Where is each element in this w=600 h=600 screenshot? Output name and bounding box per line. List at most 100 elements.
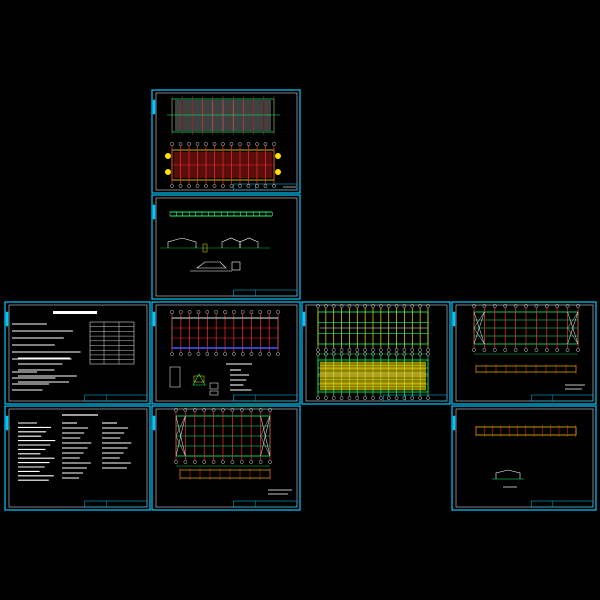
sheet-inner-border bbox=[455, 304, 594, 402]
grid-bubble bbox=[240, 352, 245, 356]
grid-bubble bbox=[371, 396, 375, 400]
grid-bubble bbox=[402, 304, 407, 308]
grid-bubble bbox=[524, 304, 528, 308]
grid-bubble bbox=[214, 352, 218, 356]
grid-bubble bbox=[371, 352, 375, 356]
grid-bubble bbox=[214, 310, 218, 314]
grid-bubble bbox=[386, 348, 391, 352]
grid-bubble bbox=[187, 310, 192, 314]
grid-bubble bbox=[272, 142, 276, 146]
grid-bubble bbox=[565, 304, 570, 308]
grid-bubble bbox=[426, 396, 430, 400]
grid-bubble bbox=[347, 304, 352, 308]
grid-bubble bbox=[534, 348, 539, 352]
grid-bubble bbox=[192, 460, 197, 464]
grid-bubble bbox=[221, 184, 225, 188]
grid-bubble bbox=[513, 304, 518, 308]
grid-bubble bbox=[179, 310, 183, 314]
grid-bubble bbox=[249, 310, 254, 314]
grid-bubble bbox=[174, 408, 178, 412]
grid-bubble bbox=[426, 304, 430, 308]
grid-bubble bbox=[187, 184, 191, 188]
grid-bubble bbox=[183, 408, 188, 412]
grid-bubble bbox=[249, 352, 254, 356]
grid-bubble bbox=[503, 304, 508, 308]
plate-detail bbox=[231, 261, 241, 271]
grid-bubble bbox=[246, 142, 251, 146]
grid-bubble bbox=[379, 304, 383, 308]
x-brace bbox=[175, 415, 186, 437]
grid-bubble bbox=[410, 304, 415, 308]
binding-mark bbox=[152, 311, 156, 327]
grid-bubble bbox=[267, 352, 271, 356]
grid-bubble bbox=[212, 142, 217, 146]
x-brace bbox=[260, 415, 271, 457]
drawing-sheet-s7 bbox=[4, 405, 151, 511]
grid-bubble bbox=[386, 396, 391, 400]
x-brace bbox=[175, 435, 186, 457]
grid-bubble bbox=[379, 348, 383, 352]
drawing-sheet-s2 bbox=[151, 194, 301, 300]
x-brace bbox=[175, 415, 186, 457]
grid-bubble bbox=[394, 348, 399, 352]
footing-section bbox=[192, 373, 206, 386]
grid-bubble bbox=[202, 460, 206, 464]
grid-bubble bbox=[418, 348, 422, 352]
binding-mark bbox=[452, 311, 456, 327]
sheet-outer-border bbox=[151, 194, 301, 300]
grid-bubble bbox=[221, 460, 225, 464]
grid-bubble bbox=[211, 408, 216, 412]
title-block bbox=[84, 394, 148, 402]
portal-frame-section bbox=[495, 469, 521, 479]
grid-bubble bbox=[402, 352, 407, 356]
grid-bubble bbox=[230, 460, 235, 464]
grid-bubble bbox=[316, 348, 320, 352]
grid-bubble bbox=[394, 396, 399, 400]
grid-bubble bbox=[204, 142, 208, 146]
sheet-inner-border bbox=[8, 408, 148, 508]
grid-bubble bbox=[239, 408, 244, 412]
grid-bubble bbox=[272, 184, 276, 188]
grid-bubble bbox=[339, 396, 344, 400]
sheet-inner-border bbox=[155, 197, 298, 297]
grid-bubble bbox=[179, 352, 183, 356]
grid-bubble bbox=[255, 184, 259, 188]
portal-frame-section bbox=[167, 237, 197, 248]
sheet-inner-border bbox=[155, 304, 298, 402]
grid-bubble bbox=[240, 310, 245, 314]
grid-bubble bbox=[418, 304, 422, 308]
binding-mark bbox=[152, 99, 156, 115]
drawing-sheet-s3 bbox=[4, 301, 151, 405]
grid-bubble bbox=[545, 304, 549, 308]
detail-mark bbox=[202, 243, 208, 253]
grid-bubble bbox=[534, 304, 539, 308]
grid-bubble bbox=[576, 348, 580, 352]
grid-bubble bbox=[276, 310, 280, 314]
grid-bubble bbox=[355, 348, 360, 352]
grid-bubble bbox=[402, 348, 407, 352]
grid-bubble bbox=[555, 304, 560, 308]
grid-bubble bbox=[492, 304, 497, 308]
grid-bubble bbox=[230, 408, 235, 412]
grid-bubble bbox=[331, 352, 336, 356]
drawing-sheet-s4 bbox=[151, 301, 301, 405]
grid-bubble bbox=[204, 184, 208, 188]
drawing-sheet-s6 bbox=[451, 301, 597, 405]
x-brace bbox=[473, 311, 485, 329]
grid-bubble bbox=[426, 348, 430, 352]
anchor-marker bbox=[275, 153, 281, 159]
sheet-outer-border bbox=[151, 405, 301, 511]
grid-bubble bbox=[195, 142, 200, 146]
binding-mark bbox=[152, 415, 156, 431]
grid-bubble bbox=[202, 408, 206, 412]
grid-bubble bbox=[355, 352, 360, 356]
grid-bubble bbox=[371, 304, 375, 308]
anchor-marker bbox=[165, 153, 171, 159]
grid-bubble bbox=[205, 352, 210, 356]
grid-bubble bbox=[246, 184, 251, 188]
grid-bubble bbox=[268, 408, 272, 412]
x-brace bbox=[473, 311, 485, 345]
grid-bubble bbox=[576, 304, 580, 308]
grid-bubble bbox=[276, 352, 280, 356]
